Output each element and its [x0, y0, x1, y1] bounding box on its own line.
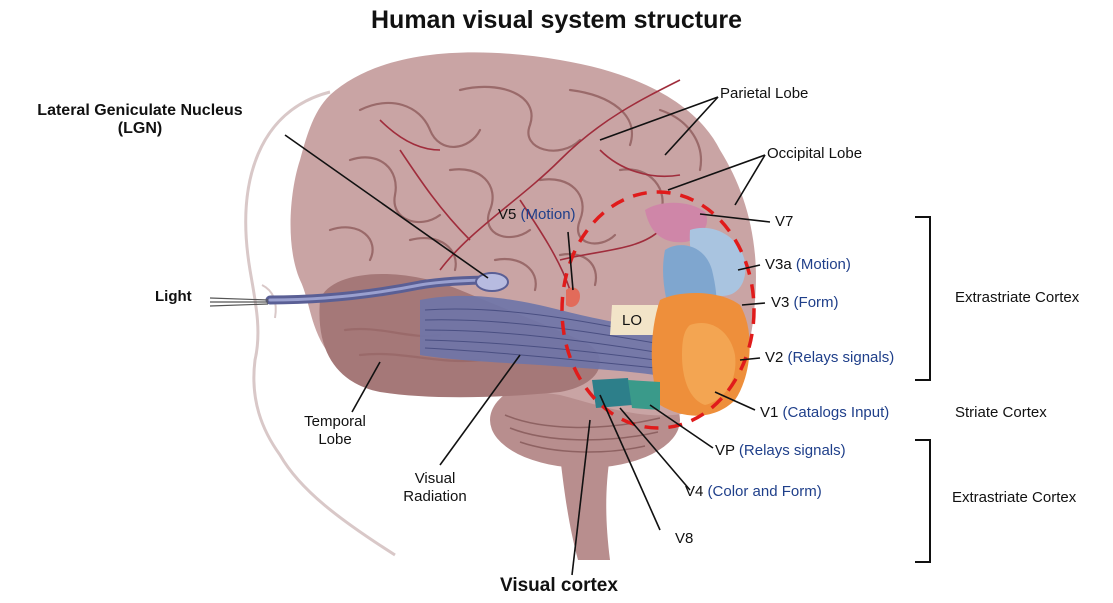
brainstem [560, 455, 610, 560]
label-vp-role: (Relays signals) [739, 442, 846, 459]
bracket-extrastriate-bottom [915, 440, 930, 562]
label-v2-role: (Relays signals) [788, 349, 895, 366]
label-radiation-line2: Radiation [385, 488, 485, 506]
label-v8: V8 [675, 530, 693, 548]
label-v3a-role: (Motion) [796, 256, 851, 273]
label-v1-role: (Catalogs Input) [783, 404, 890, 421]
label-visual-cortex: Visual cortex [500, 575, 618, 597]
label-v3-role: (Form) [794, 294, 839, 311]
label-lgn: Lateral Geniculate Nucleus (LGN) [5, 102, 275, 138]
label-light: Light [155, 288, 192, 306]
label-vp: VP (Relays signals) [715, 442, 846, 460]
label-vp-name: VP [715, 442, 735, 459]
label-radiation-line1: Visual [385, 470, 485, 488]
label-v3a: V3a (Motion) [765, 256, 851, 274]
label-v5-role: (Motion) [521, 206, 576, 223]
label-v2: V2 (Relays signals) [765, 349, 894, 367]
label-extrastriate-bottom: Extrastriate Cortex [952, 489, 1076, 507]
label-parietal-lobe: Parietal Lobe [720, 85, 808, 103]
label-v2-name: V2 [765, 349, 783, 366]
label-lo: LO [622, 312, 642, 330]
label-v4-name: V4 [685, 483, 703, 500]
label-v7: V7 [775, 213, 793, 231]
label-striate-cortex: Striate Cortex [955, 404, 1047, 422]
light-rays [210, 298, 268, 306]
label-v3: V3 (Form) [771, 294, 839, 312]
label-v4: V4 (Color and Form) [685, 483, 822, 501]
label-v1: V1 (Catalogs Input) [760, 404, 889, 422]
label-temporal-line1: Temporal [295, 413, 375, 431]
bracket-extrastriate-top [915, 217, 930, 380]
label-lgn-line1: Lateral Geniculate Nucleus [5, 102, 275, 120]
label-temporal-lobe: Temporal Lobe [295, 413, 375, 449]
label-temporal-line2: Lobe [295, 431, 375, 449]
label-v5: V5 (Motion) [498, 206, 576, 224]
diagram-title: Human visual system structure [0, 6, 1113, 35]
label-v3a-name: V3a [765, 256, 792, 273]
label-v7-name: V7 [775, 213, 793, 230]
label-visual-radiation: Visual Radiation [385, 470, 485, 506]
label-v5-name: V5 [498, 206, 516, 223]
label-extrastriate-top: Extrastriate Cortex [955, 289, 1079, 307]
label-v1-name: V1 [760, 404, 778, 421]
label-occipital-lobe: Occipital Lobe [767, 145, 862, 163]
lgn-body [476, 273, 508, 291]
label-v3-name: V3 [771, 294, 789, 311]
area-v4 [592, 378, 632, 408]
label-v8-name: V8 [675, 530, 693, 547]
label-lgn-line2: (LGN) [5, 120, 275, 138]
area-vp [628, 380, 660, 410]
label-v4-role: (Color and Form) [708, 483, 822, 500]
